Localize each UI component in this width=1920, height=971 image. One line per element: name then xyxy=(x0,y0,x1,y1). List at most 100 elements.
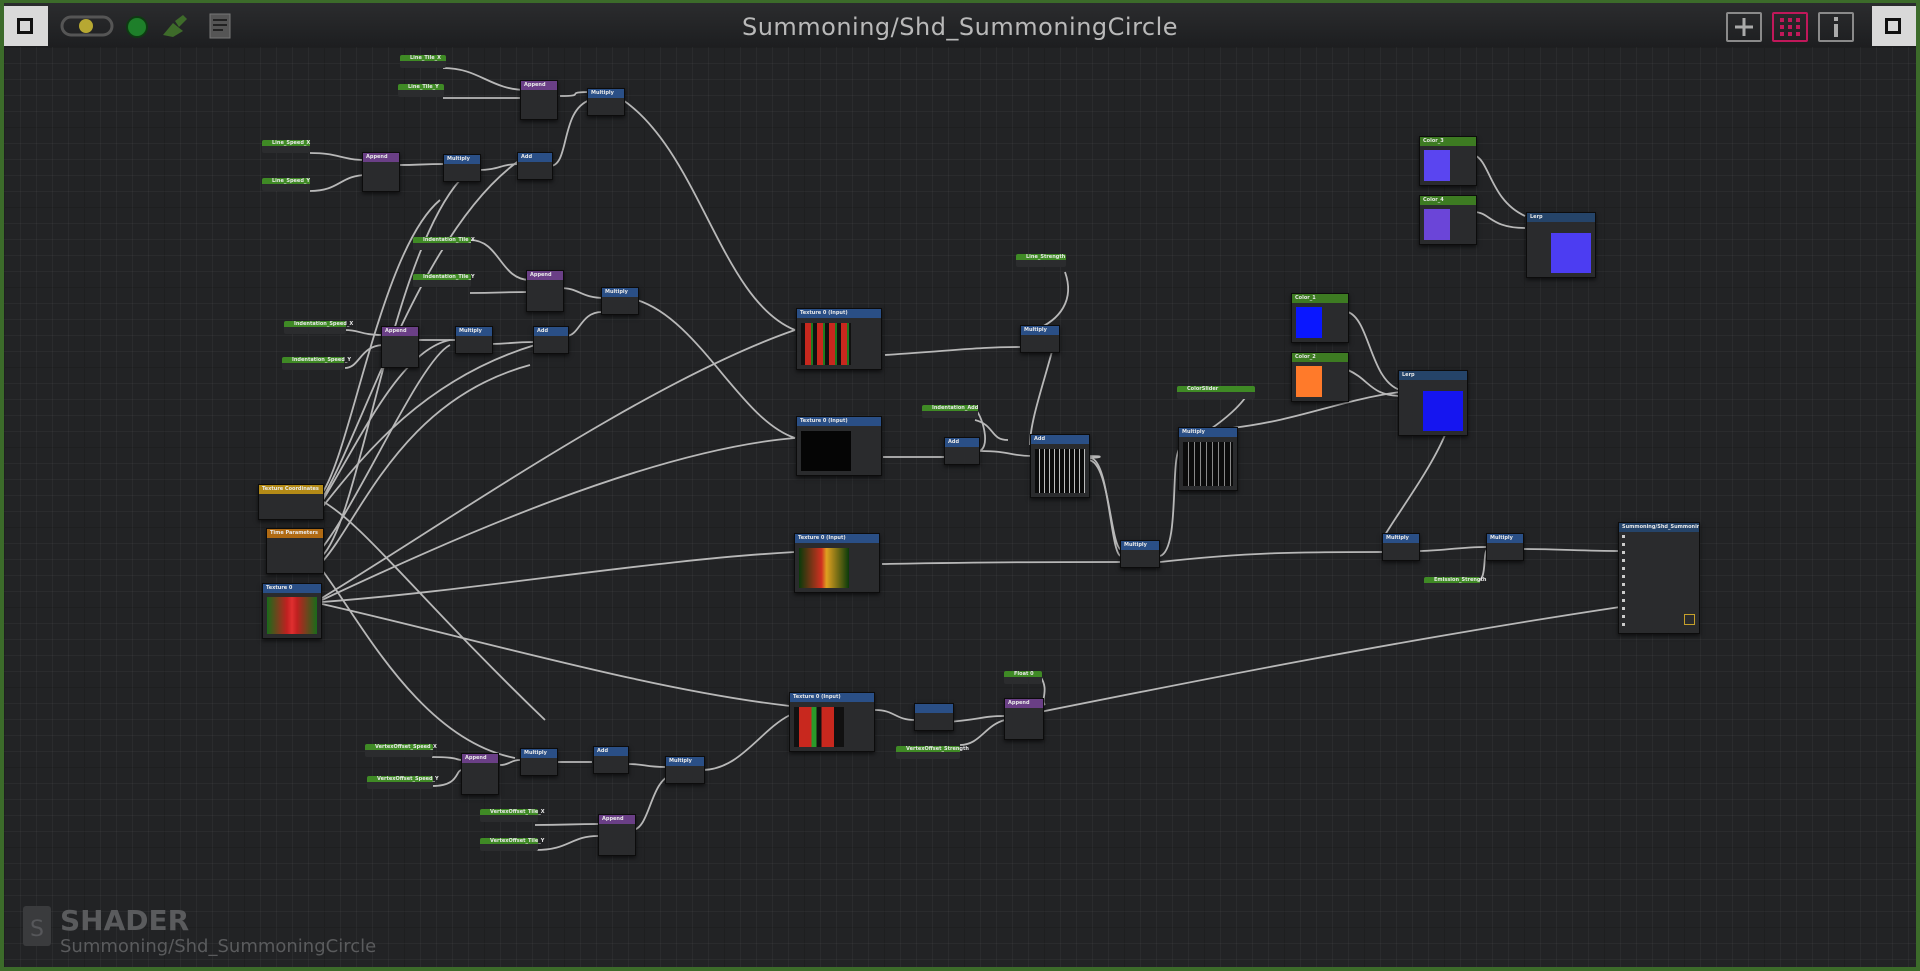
square-icon xyxy=(17,18,33,34)
multiply-node-2[interactable]: Multiply xyxy=(443,154,481,182)
vertex-offset-strength-node[interactable]: VertexOffset_Strength xyxy=(896,746,969,759)
node-title: Float 0 xyxy=(1014,671,1034,677)
color-slider-node[interactable]: ColorSlider xyxy=(1177,386,1255,399)
output-port-list xyxy=(1622,535,1625,627)
node-title: Multiply xyxy=(444,155,480,164)
multiply-node-4[interactable]: Multiply xyxy=(455,326,493,354)
vertex-offset-multiply-node[interactable] xyxy=(914,703,954,731)
multiply-node-10[interactable]: Multiply xyxy=(520,748,558,776)
multiply-node-8[interactable]: Multiply xyxy=(1382,533,1420,561)
add-node-3[interactable]: Add xyxy=(944,437,980,465)
texture-input-node-1[interactable]: Texture 0 (Input) xyxy=(796,308,882,370)
watermark-path: Summoning/Shd_SummoningCircle xyxy=(60,936,377,957)
add-node-5[interactable]: Add xyxy=(593,746,629,774)
color-swatch xyxy=(1424,209,1450,240)
multiply-node-1[interactable]: Multiply xyxy=(587,88,625,116)
live-preview-icon[interactable] xyxy=(122,13,152,39)
clean-icon[interactable] xyxy=(159,13,189,39)
indentation-tile-x-node[interactable]: Indentation_Tile_X xyxy=(413,237,475,250)
node-title: Append xyxy=(521,81,557,90)
line-speed-y-node[interactable]: Line_Speed_Y xyxy=(262,178,310,191)
multiply-node-5[interactable]: Multiply xyxy=(1020,325,1060,353)
emission-strength-node[interactable]: Emission_Strength xyxy=(1424,577,1486,590)
lerp-node-2[interactable]: Lerp xyxy=(1526,212,1596,278)
multiply-node-6[interactable]: Multiply xyxy=(1178,427,1238,491)
multiply-node-7[interactable]: Multiply xyxy=(1120,540,1160,568)
line-tile-x-node[interactable]: Line_Tile_X xyxy=(400,55,446,68)
line-speed-x-node[interactable]: Line_Speed_X xyxy=(262,140,310,153)
append-node-7[interactable]: Append xyxy=(1004,698,1044,740)
info-button[interactable] xyxy=(1818,12,1854,42)
texture-preview xyxy=(801,431,851,471)
line-tile-y-node[interactable]: Line_Tile_Y xyxy=(398,84,444,97)
append-node-3[interactable]: Append xyxy=(526,270,564,312)
color-swatch xyxy=(1296,366,1322,397)
watermark-type: SHADER xyxy=(60,904,190,937)
vertex-offset-speed-y-node[interactable]: VertexOffset_Speed_Y xyxy=(367,776,439,789)
append-node-1[interactable]: Append xyxy=(520,80,558,120)
node-title: Multiply xyxy=(456,327,492,336)
node-title: Multiply xyxy=(1021,326,1059,335)
collapse-right-button[interactable] xyxy=(1872,6,1916,46)
multiply-node-3[interactable]: Multiply xyxy=(601,287,639,315)
node-title: Add xyxy=(945,438,979,447)
indentation-speed-x-node[interactable]: Indentation_Speed_X xyxy=(284,321,353,334)
add-node-2[interactable]: Add xyxy=(533,326,569,354)
collapse-left-button[interactable] xyxy=(4,6,48,46)
texture-coordinates-node[interactable]: Texture Coordinates xyxy=(258,484,324,520)
node-title: VertexOffset_Speed_Y xyxy=(377,776,439,782)
node-title: Multiply xyxy=(1121,541,1159,550)
line-strength-node[interactable]: Line_Strength xyxy=(1016,254,1066,267)
append-node-5[interactable]: Append xyxy=(461,753,499,795)
node-title: Add xyxy=(1031,435,1089,444)
node-title: Add xyxy=(534,327,568,336)
indentation-tile-y-node[interactable]: Indentation_Tile_Y xyxy=(413,274,475,287)
node-title: Add xyxy=(594,747,628,756)
texture-input-node-2[interactable]: Texture 0 (Input) xyxy=(796,416,882,476)
output-node[interactable]: Summoning/Shd_SummoningCircle xyxy=(1618,522,1700,634)
indentation-speed-y-node[interactable]: Indentation_Speed_Y xyxy=(282,357,351,370)
vertex-offset-tile-y-node[interactable]: VertexOffset_Tile_Y xyxy=(480,838,544,851)
color-3-node[interactable]: Color_3 xyxy=(1419,136,1477,186)
append-node-2[interactable]: Append xyxy=(362,152,400,192)
texture-preview xyxy=(267,597,317,634)
info-icon xyxy=(1834,17,1838,37)
texture-0-node[interactable]: Texture 0 xyxy=(262,583,322,639)
multiply-node-11[interactable]: Multiply xyxy=(665,756,705,784)
append-node-6[interactable]: Append xyxy=(598,814,636,856)
save-icon[interactable] xyxy=(1684,614,1695,625)
node-title: VertexOffset_Strength xyxy=(906,746,969,752)
indentation-add-node[interactable]: Indentation_Add xyxy=(922,405,978,418)
node-title: Color_2 xyxy=(1292,353,1348,362)
grid-toggle-button[interactable] xyxy=(1772,12,1808,42)
document-icon[interactable] xyxy=(209,13,231,39)
node-title: Indentation_Tile_Y xyxy=(423,274,475,280)
texture-input-node-3[interactable]: Texture 0 (Input) xyxy=(794,533,880,593)
node-title: Color_3 xyxy=(1420,137,1476,146)
texture-preview xyxy=(1551,233,1591,273)
node-title: Line_Speed_X xyxy=(272,140,311,146)
node-title: Texture 0 (Input) xyxy=(795,534,879,543)
texture-preview xyxy=(1035,449,1085,493)
refresh-icon[interactable] xyxy=(60,13,116,39)
multiply-node-9[interactable]: Multiply xyxy=(1486,533,1524,561)
time-parameters-node[interactable]: Time Parameters xyxy=(266,528,324,574)
add-node-4[interactable]: Add xyxy=(1030,434,1090,498)
append-node-4[interactable]: Append xyxy=(381,326,419,368)
node-title xyxy=(915,704,953,713)
color-4-node[interactable]: Color_4 xyxy=(1419,195,1477,245)
color-1-node[interactable]: Color_1 xyxy=(1291,293,1349,343)
add-node-button[interactable] xyxy=(1726,12,1762,42)
color-2-node[interactable]: Color_2 xyxy=(1291,352,1349,402)
texture-input-node-4[interactable]: Texture 0 (Input) xyxy=(789,692,875,752)
node-title: Lerp xyxy=(1399,371,1467,380)
float-0-node[interactable]: Float 0 xyxy=(1004,671,1042,684)
node-title: VertexOffset_Tile_Y xyxy=(490,838,545,844)
lerp-node-1[interactable]: Lerp xyxy=(1398,370,1468,436)
vertex-offset-speed-x-node[interactable]: VertexOffset_Speed_X xyxy=(365,744,437,757)
texture-preview xyxy=(799,548,849,588)
vertex-offset-tile-x-node[interactable]: VertexOffset_Tile_X xyxy=(480,809,545,822)
add-node-1[interactable]: Add xyxy=(517,152,553,180)
node-title: Line_Speed_Y xyxy=(272,178,311,184)
node-title: Line_Strength xyxy=(1026,254,1066,260)
